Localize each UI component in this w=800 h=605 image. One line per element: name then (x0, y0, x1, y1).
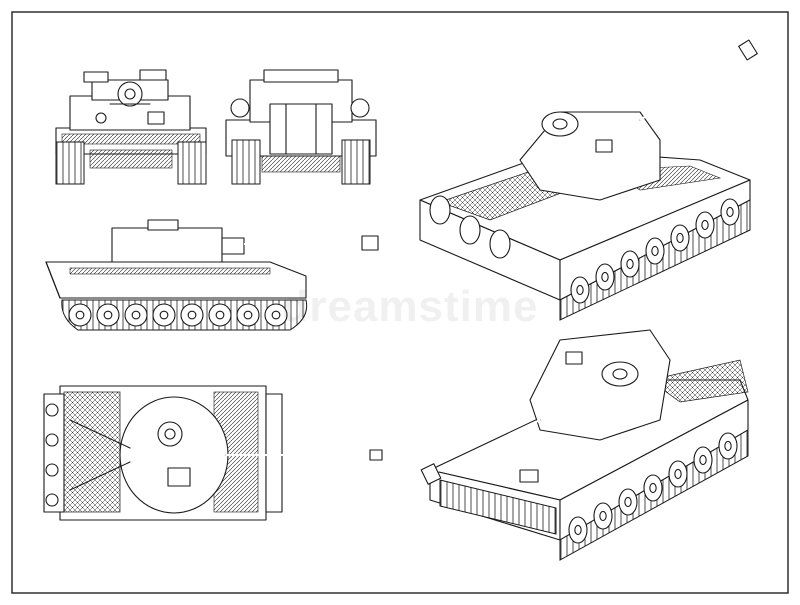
iso1-road-wheel-hub (651, 245, 659, 257)
iso1-road-wheel (645, 237, 665, 265)
iso2-road-wheel (643, 474, 663, 502)
top-view (43, 385, 383, 521)
iso2-road-wheel (618, 488, 638, 516)
side-road-wheel-hub (103, 310, 113, 320)
side-road-wheel-hub (75, 310, 85, 320)
commander-cupola (157, 421, 183, 447)
iso1-road-wheel (595, 263, 615, 291)
front-left-track (55, 141, 85, 185)
iso2-road-wheel-hub (674, 468, 682, 480)
iso1-road-wheel (620, 250, 640, 278)
iso2-road-wheel (693, 446, 713, 474)
iso2-turret (529, 329, 671, 441)
iso2-road-wheel (718, 432, 738, 460)
side-turret (111, 227, 223, 265)
side-road-wheel (68, 303, 92, 327)
side-road-wheel (264, 303, 288, 327)
top-turret (119, 396, 229, 514)
side-road-wheel-hub (131, 310, 141, 320)
loader-hatch (167, 467, 191, 487)
side-road-wheel (208, 303, 232, 327)
front-view (55, 69, 207, 185)
iso2-road-wheel-hub (724, 440, 732, 452)
iso1-road-wheel-hub (726, 206, 734, 218)
side-road-wheel (96, 303, 120, 327)
iso1-road-wheel (670, 224, 690, 252)
side-road-wheel-hub (159, 310, 169, 320)
side-road-wheel (180, 303, 204, 327)
side-road-wheel (236, 303, 260, 327)
side-hull (45, 261, 307, 299)
iso1-road-wheel-hub (626, 258, 634, 270)
muzzle-brake (361, 235, 379, 251)
side-road-wheel-hub (243, 310, 253, 320)
side-view (45, 219, 379, 331)
iso2-road-wheel-hub (649, 482, 657, 494)
iso1-road-wheel-hub (676, 232, 684, 244)
iso1-road-wheel-hub (601, 271, 609, 283)
rear-view (225, 69, 377, 185)
iso2-road-wheel-hub (624, 496, 632, 508)
iso2-road-wheel (568, 516, 588, 544)
isometric-view-front (420, 329, 749, 561)
side-road-wheel-hub (187, 310, 197, 320)
rear-right-track (341, 139, 371, 185)
side-road-wheel-hub (271, 310, 281, 320)
iso1-road-wheel-hub (701, 219, 709, 231)
iso1-road-wheel-hub (576, 284, 584, 296)
iso1-road-wheel (695, 211, 715, 239)
side-road-wheel (152, 303, 176, 327)
iso1-road-wheel (720, 198, 740, 226)
side-road-wheel (124, 303, 148, 327)
drawing-frame (11, 11, 789, 594)
iso2-road-wheel (668, 460, 688, 488)
rear-left-track (231, 139, 261, 185)
iso2-road-wheel-hub (699, 454, 707, 466)
iso2-road-wheel (593, 502, 613, 530)
iso2-road-wheel-hub (574, 524, 582, 536)
iso1-turret (519, 111, 661, 201)
iso2-road-wheel-hub (599, 510, 607, 522)
front-right-track (177, 141, 207, 185)
side-road-wheel-hub (215, 310, 225, 320)
iso1-road-wheel (570, 276, 590, 304)
isometric-view-rear (419, 39, 758, 321)
